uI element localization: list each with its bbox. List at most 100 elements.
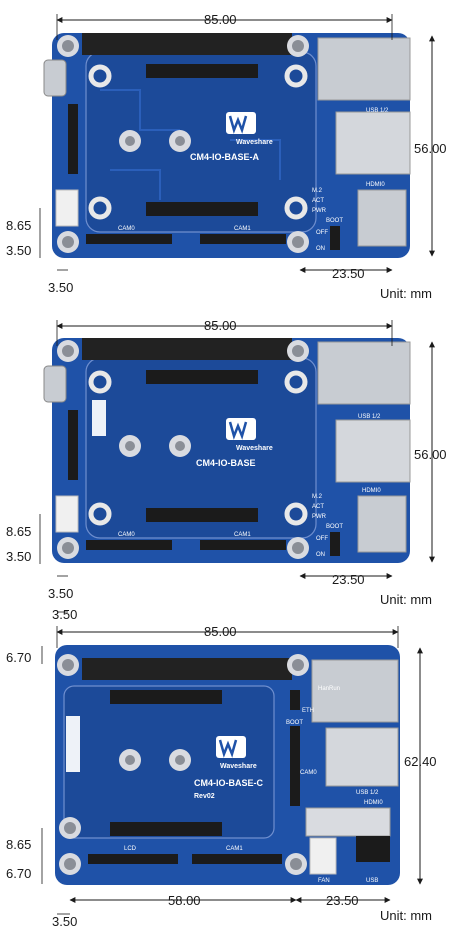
board-name: CM4-IO-BASE-C — [194, 778, 263, 788]
boot-label: BOOT — [286, 720, 303, 726]
usb-offset-label: 23.50 — [326, 893, 359, 908]
usb-port — [335, 419, 411, 483]
usb-port — [335, 111, 411, 175]
lcd-label: LCD — [124, 846, 137, 852]
cam0-connector — [86, 540, 172, 550]
cam1-connector — [192, 854, 282, 864]
cam0-label: CAM0 — [118, 226, 135, 232]
usb-c-port — [43, 365, 67, 403]
mounting-hole — [57, 231, 79, 253]
hole-offset-y-label: 3.50 — [6, 243, 31, 258]
hole-offset-label: 3.50 — [48, 586, 73, 601]
cm4-socket-area — [63, 685, 275, 839]
jst-connector — [55, 189, 79, 227]
hdmi-label: HDMI0 — [364, 800, 383, 806]
boot-label: BOOT — [326, 218, 343, 224]
waveshare-logo-icon — [216, 736, 246, 758]
m2-label: M.2 — [312, 188, 323, 194]
hdmi-port — [357, 189, 407, 247]
height-label: 56.00 — [414, 447, 447, 462]
cam1-connector — [200, 540, 286, 550]
hole-offset-label: 3.50 — [48, 280, 73, 295]
gpio-header — [82, 658, 292, 680]
height-label: 62.40 — [404, 754, 437, 769]
cam-offset-label: 8.65 — [6, 218, 31, 233]
pwr-label: PWR — [312, 208, 327, 214]
ethernet-port — [317, 37, 411, 101]
fan-connector — [309, 837, 337, 875]
unit-label: Unit: mm — [380, 592, 432, 607]
fpc-connector — [68, 104, 78, 174]
on-label: ON — [316, 246, 325, 252]
usb-label: USB 1/2 — [366, 108, 389, 114]
off-label: OFF — [316, 536, 328, 542]
lcd-width-label: 58.00 — [168, 893, 201, 908]
traces — [100, 89, 281, 200]
fpc-connector — [290, 726, 300, 806]
sticker — [66, 716, 80, 772]
cam-offset-label: 8.65 — [6, 837, 31, 852]
usb-offset-label: 23.50 — [332, 266, 365, 281]
usb-offset-label: 23.50 — [332, 572, 365, 587]
cam0-label: CAM0 — [118, 532, 135, 538]
hole-offset-y-label: 3.50 — [6, 549, 31, 564]
cm4-connector — [146, 64, 258, 78]
bottom-hole-offset-label: 3.50 — [52, 914, 77, 929]
board-cm4-io-base-c: Waveshare CM4-IO-BASE-C Rev02 CAM0 BOOT … — [6, 607, 437, 929]
act-label: ACT — [312, 198, 324, 204]
mounting-hole — [287, 35, 309, 57]
act-label: ACT — [312, 504, 324, 510]
gpio-header — [82, 338, 292, 360]
fan-label: FAN — [318, 878, 330, 884]
usb-small-label: USB — [366, 878, 378, 884]
hdmi-label: HDMI0 — [366, 182, 385, 188]
unit-label: Unit: mm — [380, 908, 432, 923]
brand-label: Waveshare — [236, 139, 273, 146]
usb-port — [325, 727, 399, 787]
jst-connector — [55, 495, 79, 533]
mounting-hole — [287, 231, 309, 253]
ethernet-port — [317, 341, 411, 405]
hdmi-label: HDMI0 — [362, 488, 381, 494]
board-name: CM4-IO-BASE — [196, 458, 256, 468]
brand-label: Waveshare — [220, 763, 257, 770]
sticker — [92, 400, 106, 436]
cam1-label: CAM1 — [234, 532, 251, 538]
cm4-connector — [146, 508, 258, 522]
board-cm4-io-base: Waveshare CM4-IO-BASE USB 1/2 HDMI0 M.2 … — [6, 318, 447, 607]
mounting-hole — [57, 35, 79, 57]
lcd-connector — [88, 854, 178, 864]
unit-label: Unit: mm — [380, 286, 432, 301]
m2-label: M.2 — [312, 494, 323, 500]
cam-offset-label: 8.65 — [6, 524, 31, 539]
cm4-connector — [110, 690, 222, 704]
boot-switch — [290, 690, 300, 710]
cam1-label: CAM1 — [226, 846, 243, 852]
board-revision: Rev02 — [194, 793, 215, 800]
cam0-connector — [86, 234, 172, 244]
usb-label: USB 1/2 — [358, 414, 381, 420]
eth-label: ETH — [302, 708, 314, 714]
cam1-connector — [200, 234, 286, 244]
waveshare-logo-icon — [226, 418, 256, 440]
height-label: 56.00 — [414, 141, 447, 156]
usb-c-port — [43, 59, 67, 97]
board-name: CM4-IO-BASE-A — [190, 152, 259, 162]
width-label: 85.00 — [204, 318, 237, 333]
cam0-label: CAM0 — [300, 770, 317, 776]
on-label: ON — [316, 552, 325, 558]
cm4-connector — [146, 370, 258, 384]
gpio-header — [82, 33, 292, 55]
hdmi-port — [357, 495, 407, 553]
fpc-connector — [68, 410, 78, 480]
cm4-connector — [110, 822, 222, 836]
waveshare-logo-icon — [226, 112, 256, 134]
width-label: 85.00 — [204, 624, 237, 639]
brand-label: Waveshare — [236, 445, 273, 452]
hanrun-label: HanRun — [318, 686, 340, 692]
ethernet-port — [311, 659, 399, 723]
usb-label: USB 1/2 — [356, 790, 379, 796]
hdmi-port — [305, 807, 391, 837]
boot-switch — [330, 226, 340, 250]
